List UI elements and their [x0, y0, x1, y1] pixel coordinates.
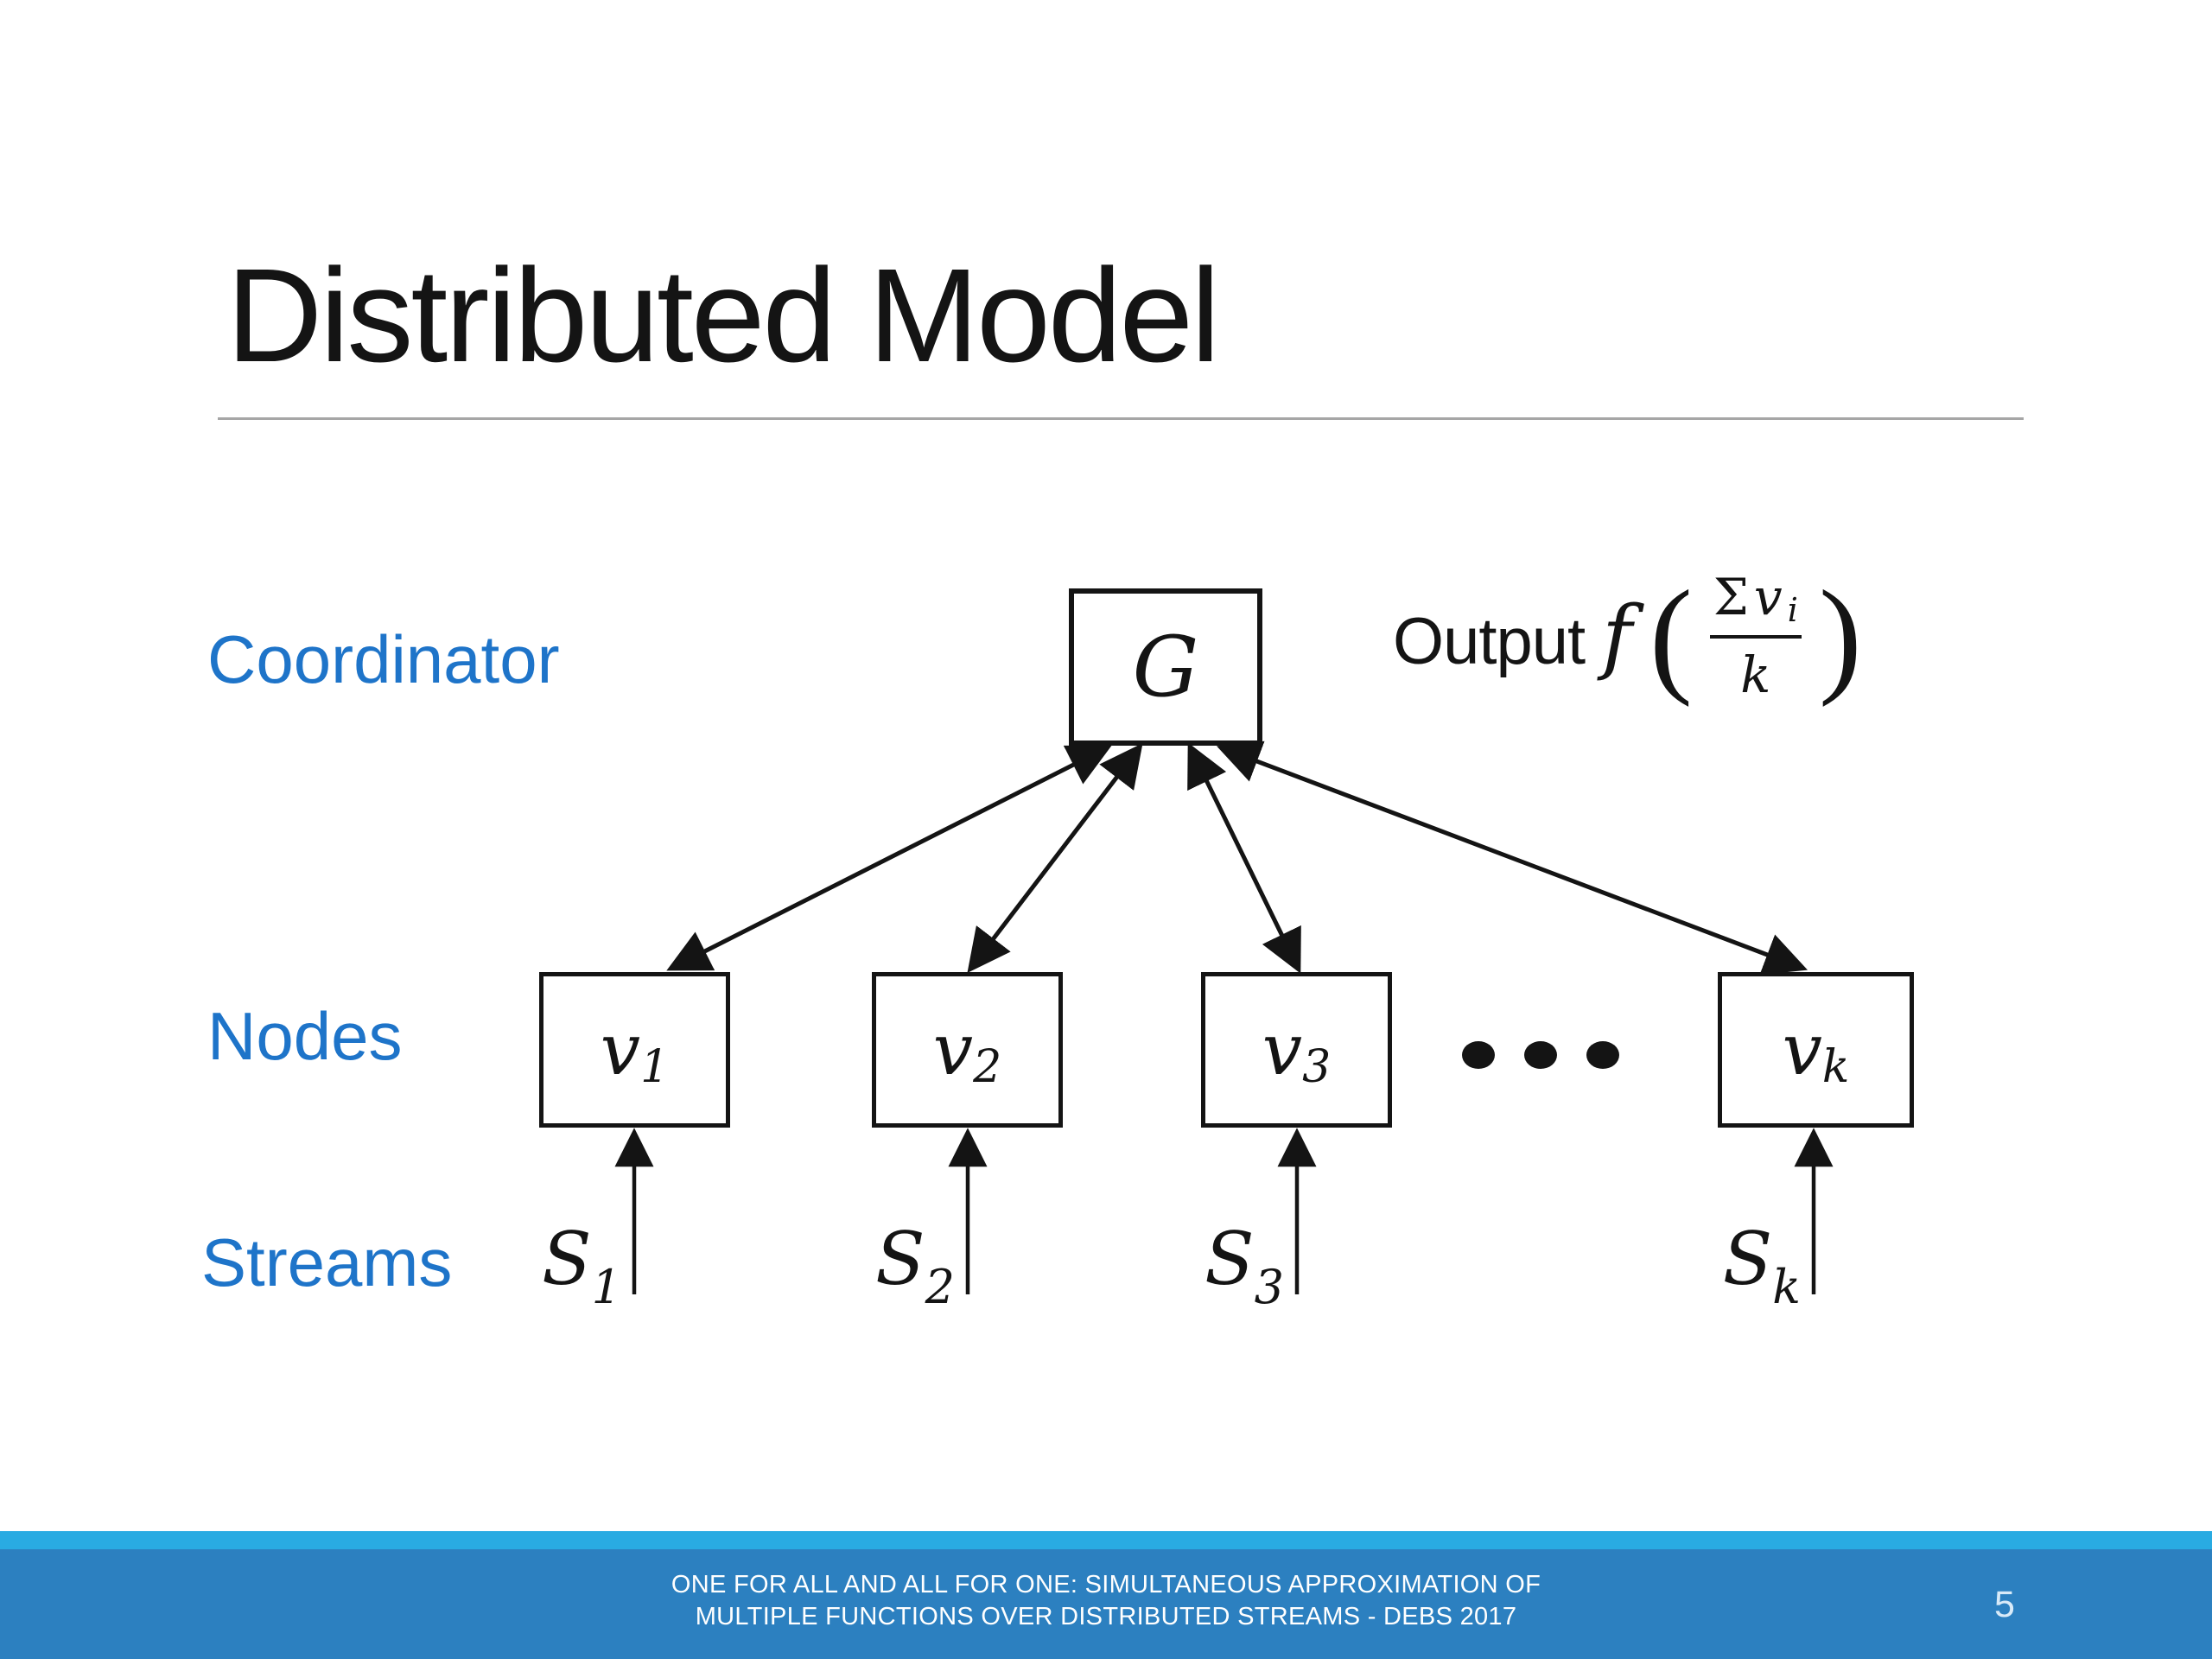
link-g-v1: [666, 745, 1112, 971]
close-paren: ): [1818, 564, 1862, 708]
stream-label-subscript: 2: [925, 1260, 955, 1314]
function-symbol: f: [1602, 588, 1632, 683]
footer-text: ONE FOR ALL AND ALL FOR ONE: SIMULTANEOU…: [0, 1569, 2212, 1633]
fraction: Σ v i k: [1709, 568, 1802, 704]
stream-label-subscript: 1: [591, 1260, 621, 1314]
coordinator-node-links: [666, 741, 1808, 976]
label-streams: Streams: [201, 1224, 453, 1300]
stream-label-base: S: [542, 1217, 592, 1301]
coordinator-box: G: [1069, 588, 1262, 746]
node-label-subscript: 2: [973, 1041, 1002, 1093]
stream-label-sk: Sk: [1723, 1223, 1801, 1311]
sigma-symbol: Σ: [1713, 568, 1749, 626]
page-number: 5: [1994, 1584, 2015, 1625]
footer-accent-band: [0, 1531, 2212, 1549]
node-label-subscript: 1: [640, 1041, 670, 1093]
stream-label-subscript: 3: [1254, 1260, 1284, 1314]
label-nodes: Nodes: [207, 998, 403, 1074]
fraction-numerator: Σ v i: [1709, 568, 1802, 639]
label-coordinator: Coordinator: [207, 621, 560, 697]
node-label-subscript: k: [1821, 1041, 1850, 1093]
stream-label-subscript: k: [1772, 1260, 1801, 1314]
link-g-vk: [1216, 741, 1808, 976]
output-word: Output: [1393, 604, 1586, 678]
link-g-v3: [1187, 742, 1301, 974]
numerator-subscript: i: [1787, 591, 1798, 629]
coordinator-box-label: G: [1132, 619, 1199, 715]
open-paren: (: [1649, 564, 1693, 708]
ellipsis-dots-icon: [1462, 1041, 1619, 1069]
stream-label-s2: S2: [875, 1223, 955, 1311]
footer-line2: MULTIPLE FUNCTIONS OVER DISTRIBUTED STRE…: [695, 1603, 1517, 1630]
link-g-v2: [967, 743, 1143, 973]
title-underline: [218, 417, 2024, 420]
node-label: v: [932, 1008, 974, 1091]
stream-node-arrows: [614, 1128, 1834, 1294]
stream-label-base: S: [1205, 1217, 1255, 1301]
node-label: v: [1782, 1008, 1822, 1091]
numerator-variable: v: [1753, 568, 1783, 626]
footer-line1: ONE FOR ALL AND ALL FOR ONE: SIMULTANEOU…: [671, 1571, 1541, 1599]
node-label: v: [600, 1008, 641, 1091]
fraction-denominator: k: [1740, 645, 1771, 704]
node-label: v: [1262, 1008, 1303, 1091]
stream-label-s3: S3: [1205, 1223, 1284, 1311]
stream-label-s1: S1: [542, 1223, 621, 1311]
stream-label-base: S: [875, 1217, 925, 1301]
output-formula: Output f ( Σ v i k ): [1393, 560, 1862, 722]
footer-bar: [0, 1549, 2212, 1659]
node-label-subscript: 3: [1302, 1041, 1332, 1093]
stream-label-base: S: [1722, 1217, 1773, 1301]
page-title: Distributed Model: [226, 241, 1220, 390]
